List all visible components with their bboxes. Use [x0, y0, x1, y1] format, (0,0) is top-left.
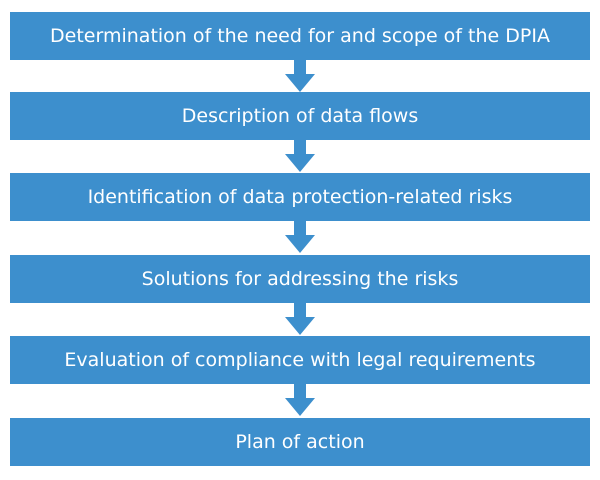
step-label: Identification of data protection-relate… — [87, 185, 513, 208]
step-compliance-evaluation: Evaluation of compliance with legal requ… — [10, 336, 590, 384]
down-arrow-icon — [285, 60, 315, 92]
down-arrow-icon — [285, 221, 315, 253]
step-label: Determination of the need for and scope … — [50, 24, 550, 47]
down-arrow-icon — [285, 384, 315, 416]
step-label: Solutions for addressing the risks — [141, 267, 459, 290]
step-label: Evaluation of compliance with legal requ… — [64, 348, 536, 371]
down-arrow-icon — [285, 303, 315, 335]
step-plan-of-action: Plan of action — [10, 418, 590, 466]
step-risk-solutions: Solutions for addressing the risks — [10, 255, 590, 303]
down-arrow-icon — [285, 140, 315, 172]
step-need-and-scope: Determination of the need for and scope … — [10, 12, 590, 60]
step-label: Plan of action — [235, 430, 365, 453]
step-label: Description of data flows — [181, 104, 419, 127]
step-risk-identification: Identification of data protection-relate… — [10, 173, 590, 221]
step-data-flows: Description of data flows — [10, 92, 590, 140]
